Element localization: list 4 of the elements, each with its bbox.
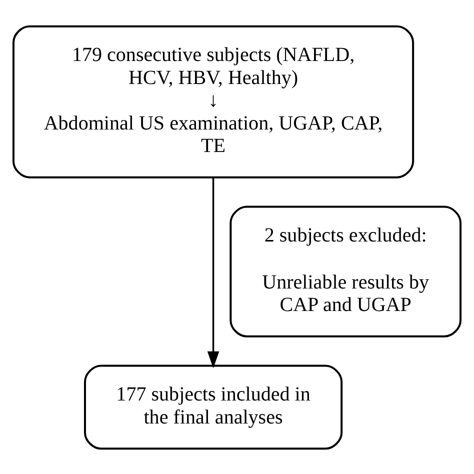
node-box: 177 subjects included in the final analyses [84,364,343,450]
arrow [207,177,220,368]
node-box: 179 consecutive subjects (NAFLD, HCV, HBV, Healthy) ↓ Abdominal US examination, UGAP, CAP, TE [12,24,414,178]
node-box: 2 subjects excluded: Unreliable results by CAP and UGAP [230,205,462,337]
